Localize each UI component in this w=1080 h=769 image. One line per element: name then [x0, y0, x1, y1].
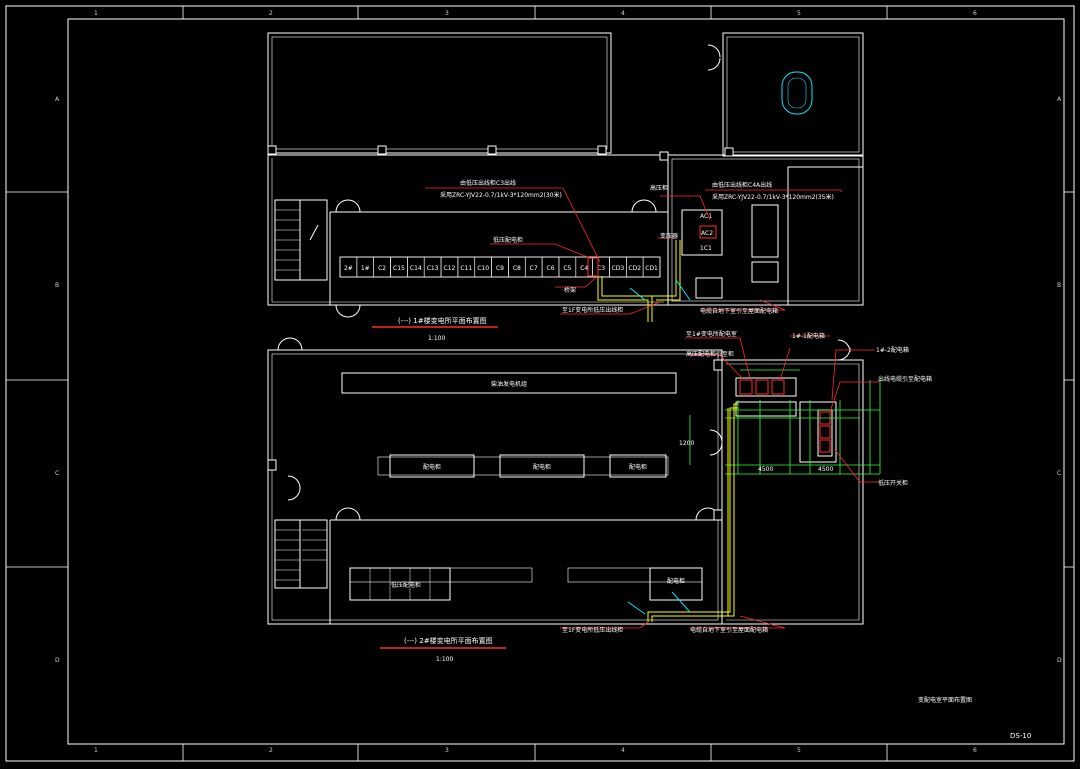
lower-note-2: 高压配电柜引至柜: [686, 350, 734, 358]
lower-note-7: 1#-2配电箱: [876, 346, 909, 354]
lower-cable-route: [647, 403, 738, 622]
upper-plan-caption: (---) 1#楼变电所平面布置图: [398, 316, 487, 325]
drawing-title: 变配电室平面布置图: [918, 696, 972, 704]
lower-plan-caption: (---) 2#楼变电所平面布置图: [404, 636, 493, 645]
cabinet-label: C11: [460, 265, 472, 272]
upper-note-riser: 电缆自地下室引至屋面配电箱: [700, 307, 778, 315]
upper-plan-scale: 1:100: [428, 335, 445, 342]
cabinet-label: C6: [547, 265, 555, 272]
lower-floor-plan: [267, 339, 864, 625]
lower-note-4: 低压开关柜: [878, 479, 908, 487]
lower-note-1: 至1#变电所配电室: [686, 330, 737, 338]
col-label-4-bottom: 4: [621, 747, 625, 754]
device-ac1: AC1: [700, 213, 712, 220]
col-label-4: 4: [621, 10, 625, 17]
cabinet-label: CD2: [628, 265, 641, 272]
upper-note-cable-c3: 采用ZRC-YJV22-0.7/1kV-3*120mm2(30米): [440, 191, 562, 199]
drawing-number: DS-10: [1010, 732, 1031, 740]
lower-block-panel-4: 配电柜: [667, 577, 685, 585]
lower-dim-2: 4500: [818, 466, 833, 473]
inner-frame: [67, 18, 1065, 745]
cabinet-label: C3: [597, 265, 605, 272]
outer-frame: [5, 5, 1075, 762]
row-label-a: A: [55, 96, 60, 103]
col-label-6: 6: [973, 10, 977, 17]
column-grid-ticks: [6, 6, 1074, 761]
cabinet-label: 1#: [361, 265, 370, 272]
col-label-1-bottom: 1: [94, 747, 98, 754]
row-label-d: D: [55, 657, 60, 664]
lower-note-8: 1#-1配电箱: [792, 332, 825, 340]
upper-note-cable-c4a: 采用ZRC-YJV22-0.7/1kV-3*120mm2(35米): [712, 193, 834, 201]
lower-note-3: 出线电缆引至配电箱: [878, 375, 932, 383]
upper-leader-lines: [372, 187, 843, 328]
col-label-3: 3: [445, 10, 449, 17]
lower-dimension-lines: [689, 369, 881, 475]
cabinet-label: C10: [477, 265, 489, 272]
lower-block-panel-2: 配电柜: [533, 463, 551, 471]
cabinet-label: C8: [513, 265, 521, 272]
lower-dim-1: 4500: [758, 466, 773, 473]
lower-arrows: [627, 591, 691, 615]
cabinet-label: C2: [378, 265, 386, 272]
upper-note-feeder-c4a: 由低压出线柜C4A出线: [712, 181, 772, 189]
lower-block-panel-3: 配电柜: [629, 463, 647, 471]
device-1c1: 1C1: [700, 245, 712, 252]
cabinet-label: C9: [496, 265, 504, 272]
row-label-a-right: A: [1057, 96, 1062, 103]
cabinet-label: CD1: [645, 265, 658, 272]
cabinet-label: C5: [563, 265, 571, 272]
cabinet-label: C4: [580, 265, 588, 272]
upper-note-lv-panel: 低压配电柜: [493, 236, 523, 244]
row-label-d-right: D: [1057, 657, 1062, 664]
col-label-2-bottom: 2: [269, 747, 273, 754]
upper-cabinet-cells: 2# 1# C2 C15 C14 C13 C12 C11 C10 C9 C8 C7 C6 C5 C4 C3 CD…: [339, 256, 661, 278]
lower-leader-lines: [380, 335, 880, 649]
col-label-5-bottom: 5: [797, 747, 801, 754]
cabinet-label: C13: [427, 265, 439, 272]
cabinet-label: C12: [444, 265, 456, 272]
col-label-6-bottom: 6: [973, 747, 977, 754]
lower-plan-scale: 1:100: [436, 656, 453, 663]
lower-dim-3: 1200: [679, 440, 694, 447]
device-ac2: AC2: [701, 230, 713, 237]
cabinet-label: C7: [530, 265, 538, 272]
col-label-5: 5: [797, 10, 801, 17]
upper-note-transformer: 变压器: [660, 232, 678, 240]
row-label-c: C: [55, 470, 59, 477]
upper-note-trench: 至1F变电所低压出线柜: [562, 306, 623, 314]
cabinet-cell: [642, 256, 661, 278]
col-label-2: 2: [269, 10, 273, 17]
row-label-b: B: [55, 282, 59, 289]
cabinet-label: 2#: [344, 265, 353, 272]
lower-block-generator: 柴油发电机组: [491, 380, 527, 388]
cabinet-label: CD3: [612, 265, 625, 272]
col-label-3-bottom: 3: [445, 747, 449, 754]
lower-block-lv-panel: 低压配电柜: [391, 581, 421, 589]
upper-floor-plan: [267, 32, 864, 351]
upper-arrows: [629, 279, 691, 301]
upper-red-devices: [587, 225, 717, 277]
lower-note-6: 电缆自地下室引至屋面配电箱: [690, 626, 768, 634]
row-label-b-right: B: [1057, 282, 1061, 289]
upper-note-feeder-c3: 由低压出线柜C3出线: [460, 179, 516, 187]
lower-note-5: 至1F变电所低压出线柜: [562, 626, 623, 634]
upper-note-tray: 桥架: [564, 286, 576, 294]
upper-cable-route: [597, 240, 681, 322]
cabinet-label: C14: [410, 265, 422, 272]
col-label-1: 1: [94, 10, 98, 17]
row-label-c-right: C: [1057, 470, 1061, 477]
cabinet-label: C15: [393, 265, 405, 272]
lower-block-panel-1: 配电柜: [423, 463, 441, 471]
upper-note-hv-panel: 高压柜: [650, 184, 668, 192]
